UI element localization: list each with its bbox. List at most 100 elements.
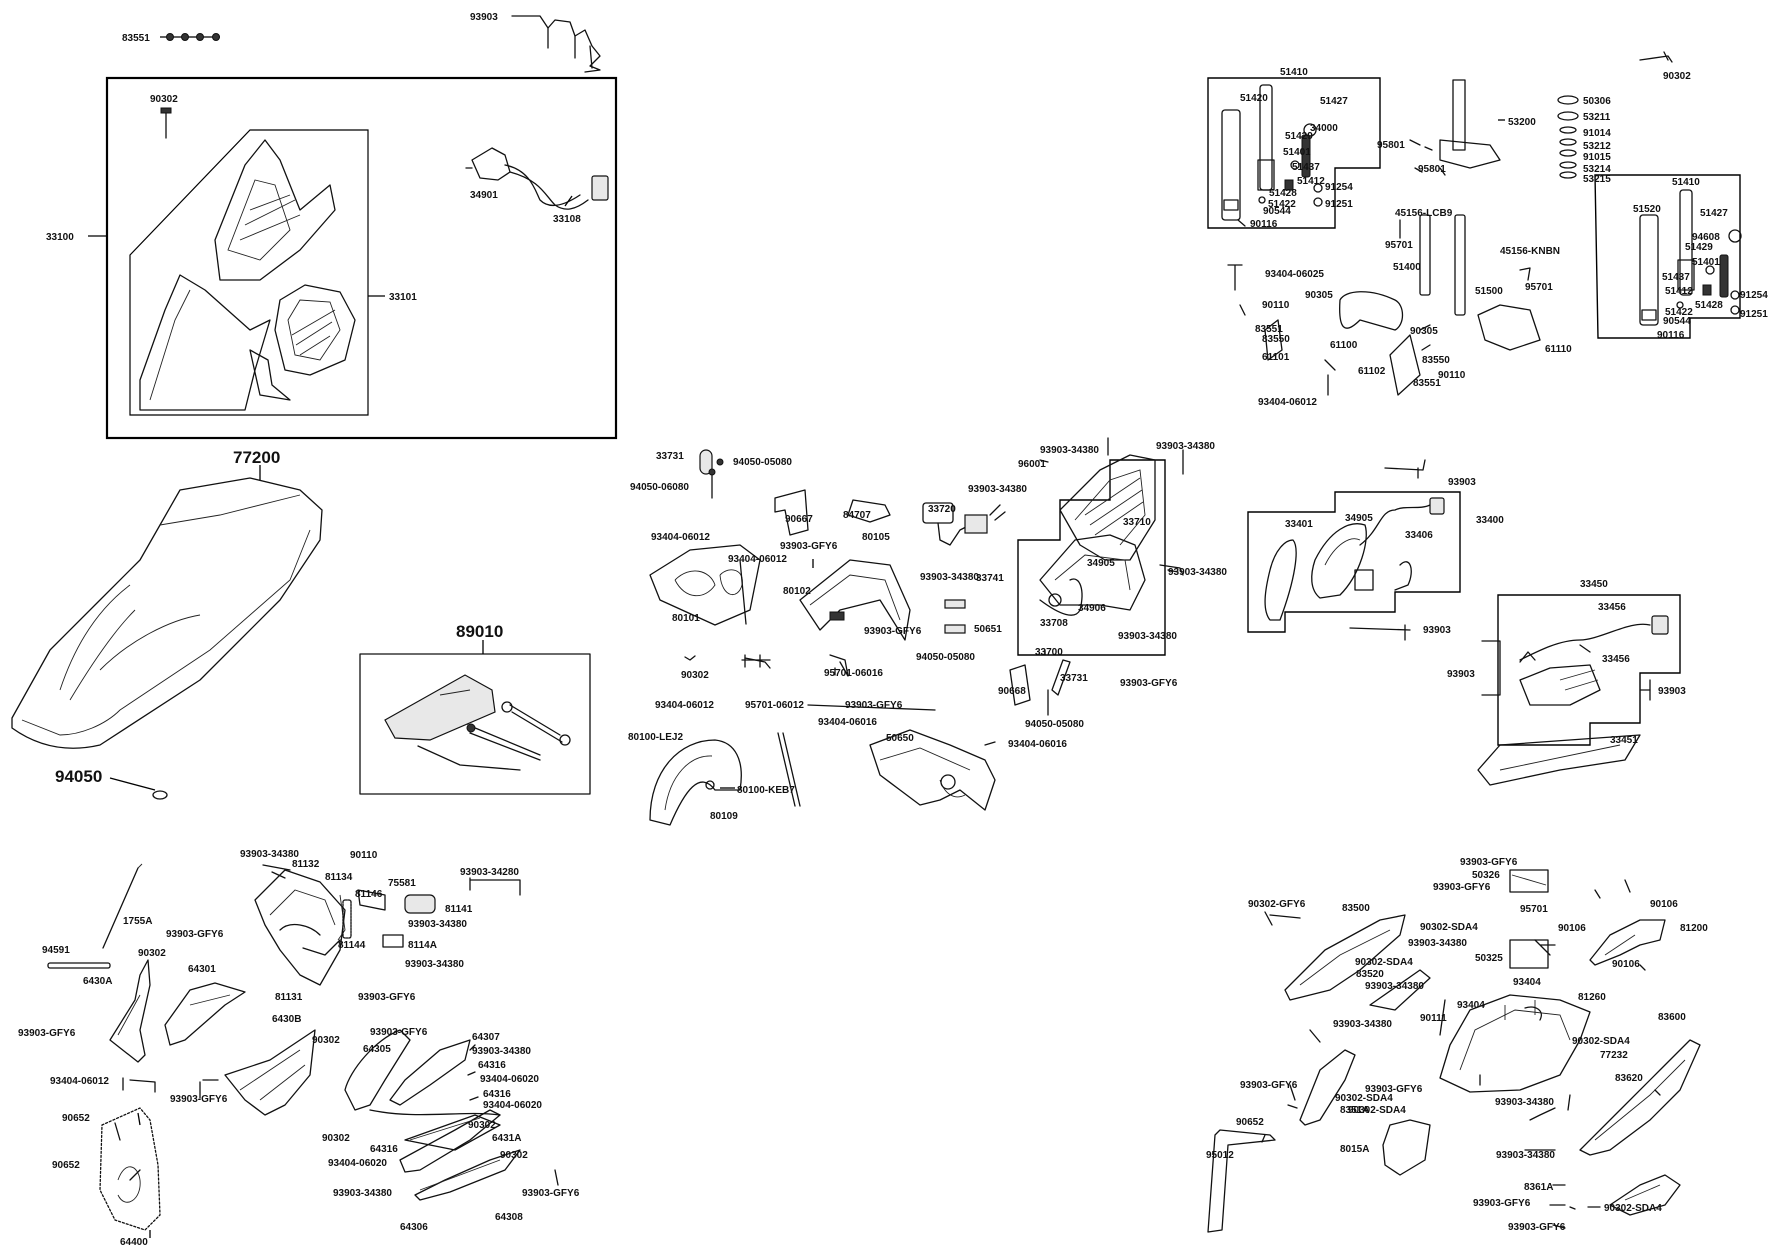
- part-label: 93903-GFY6: [358, 992, 416, 1003]
- part-label: 93903-GFY6: [1508, 1222, 1566, 1233]
- part-label: 34000: [1310, 123, 1338, 134]
- antenna-1755a: [102, 867, 139, 949]
- part-label: 81146: [355, 889, 383, 900]
- part-label: 93404-06012: [651, 532, 710, 543]
- seat-77200: [11, 465, 323, 749]
- part-label: 90302-SDA4: [1335, 1093, 1393, 1104]
- part-label: 81141: [445, 904, 473, 915]
- part-label: 95801: [1377, 140, 1405, 151]
- part-label: 96001: [1018, 459, 1046, 470]
- part-label: 51422: [1665, 307, 1693, 318]
- part-label: 93903-34380: [1495, 1097, 1554, 1108]
- part-label: 64306: [400, 1222, 428, 1233]
- front-cover-group: [47, 863, 559, 1238]
- headlight-housing-33101: [249, 284, 356, 401]
- part-label: 90652: [62, 1113, 90, 1124]
- part-label: 93404: [1457, 1000, 1485, 1011]
- part-label: 33456: [1598, 602, 1626, 613]
- part-label: 90302-SDA4: [1572, 1036, 1630, 1047]
- part-label: 90111: [1420, 1013, 1447, 1024]
- part-label: 64308: [495, 1212, 523, 1223]
- part-label: 90302-GFY6: [1248, 899, 1306, 910]
- part-label: 61100: [1330, 340, 1358, 351]
- part-label: 89010: [456, 622, 503, 641]
- part-label: 8351A: [1340, 1105, 1369, 1116]
- part-label: 51427: [1320, 96, 1348, 107]
- part-label: 93903: [1423, 625, 1451, 636]
- part-label: 95701: [1520, 904, 1548, 915]
- part-label: 81200: [1680, 923, 1708, 934]
- part-label: 83600: [1658, 1012, 1686, 1023]
- left-fork-frame: [1207, 77, 1381, 229]
- part-label: 94050: [55, 767, 102, 786]
- part-label: 93903-GFY6: [1120, 678, 1178, 689]
- part-label: 90668: [998, 686, 1026, 697]
- front-signal-frame: [1247, 491, 1461, 633]
- part-label: 90302: [138, 948, 166, 959]
- front-turn-signal-group-33400: [1247, 459, 1461, 641]
- part-label: 51410: [1280, 67, 1308, 78]
- part-label: 61101: [1262, 352, 1290, 363]
- screw-90302-headlight: [160, 107, 172, 139]
- part-label: 45156-KNBN: [1500, 246, 1560, 257]
- part-label: 93903-GFY6: [1365, 1084, 1423, 1095]
- part-label: 83520: [1356, 969, 1384, 980]
- part-label: 64316: [370, 1144, 398, 1155]
- part-label: 50650: [886, 733, 914, 744]
- part-label: 93903-34380: [240, 849, 299, 860]
- part-label: 51428: [1695, 300, 1723, 311]
- part-label: 93903-34380: [1118, 631, 1177, 642]
- part-label: 80109: [710, 811, 738, 822]
- part-label: 93903-34380: [405, 959, 464, 970]
- part-label: 53211: [1583, 112, 1611, 123]
- part-label: 90106: [1558, 923, 1586, 934]
- part-label: 53214: [1583, 164, 1611, 175]
- part-label: 93903-34280: [460, 867, 519, 878]
- part-label: 93903-GFY6: [864, 626, 922, 637]
- part-label: 93404-06012: [1258, 397, 1317, 408]
- part-label: 93903-GFY6: [166, 929, 224, 940]
- part-label: 51427: [1700, 208, 1728, 219]
- part-label: 64301: [188, 964, 216, 975]
- part-label: 90110: [350, 850, 378, 861]
- reflector-33731: [699, 449, 713, 475]
- part-label: 8015A: [1340, 1144, 1369, 1155]
- part-label: 34901: [470, 190, 498, 201]
- part-label: 50326: [1472, 870, 1500, 881]
- part-label: 95701-06016: [824, 668, 883, 679]
- part-label: 90667: [785, 514, 813, 525]
- part-label: 93903-34380: [1040, 445, 1099, 456]
- part-label: 33401: [1285, 519, 1313, 530]
- washer-94050: [109, 777, 168, 800]
- part-label: 93903-GFY6: [18, 1028, 76, 1039]
- part-label: 6430B: [272, 1014, 301, 1025]
- part-label: 51420: [1240, 93, 1268, 104]
- bolt-90302-topright: [1639, 51, 1673, 63]
- part-label: 90302-SDA4: [1420, 922, 1478, 933]
- part-label: 51412: [1297, 176, 1325, 187]
- part-label: 90544: [1663, 316, 1691, 327]
- part-label: 33700: [1035, 647, 1063, 658]
- part-label: 50325: [1475, 953, 1503, 964]
- part-label: 51428: [1269, 188, 1297, 199]
- part-label: 90116: [1657, 330, 1685, 341]
- part-label: 93404-06020: [483, 1100, 542, 1111]
- part-label: 91014: [1583, 128, 1611, 139]
- part-label: 94050-05080: [733, 457, 792, 468]
- part-label: 51437: [1292, 162, 1320, 173]
- connector-33108: [591, 175, 609, 201]
- part-label: 90116: [1250, 219, 1278, 230]
- part-label: 81132: [292, 859, 320, 870]
- part-label: 93903-34380: [1333, 1019, 1392, 1030]
- part-label: 53200: [1508, 117, 1536, 128]
- part-label: 33708: [1040, 618, 1068, 629]
- part-label: 90110: [1262, 300, 1290, 311]
- part-label: 93404: [1513, 977, 1541, 988]
- part-label: 90302-SDA4: [1355, 957, 1413, 968]
- part-label: 83550: [1262, 334, 1290, 345]
- part-label: 91251: [1740, 309, 1768, 320]
- part-label: 93903-34380: [920, 572, 979, 583]
- part-label: 34905: [1087, 558, 1115, 569]
- part-label: 33406: [1405, 530, 1433, 541]
- part-label: 93903-34380: [1168, 567, 1227, 578]
